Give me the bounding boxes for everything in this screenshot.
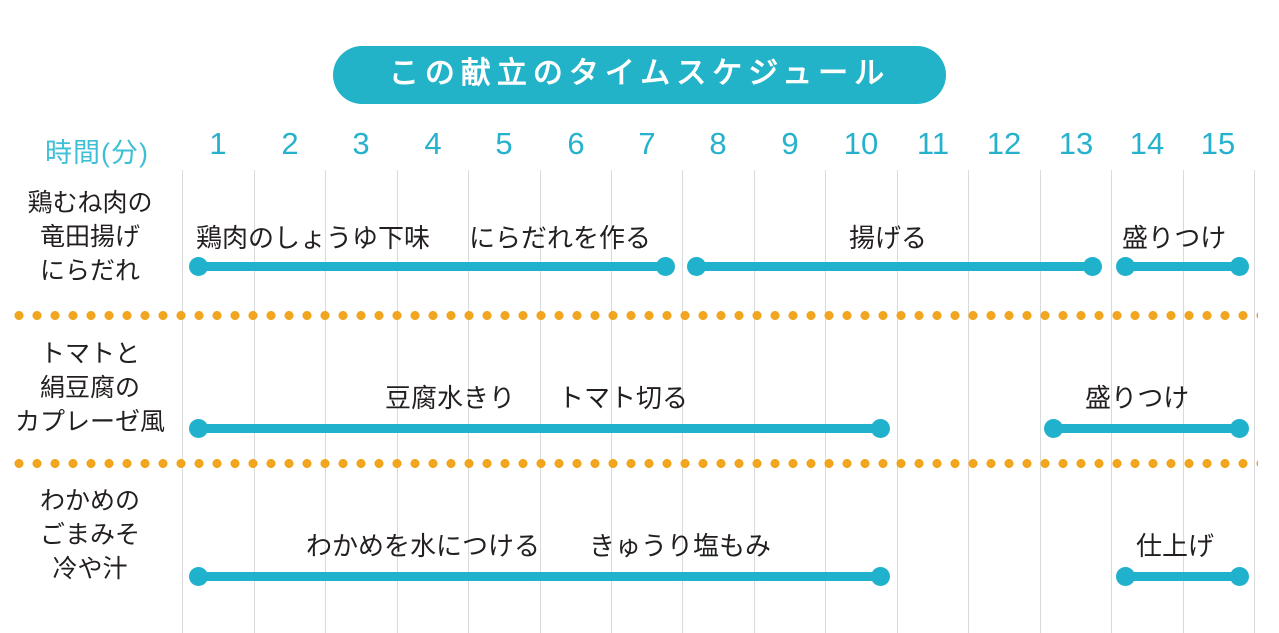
gridline-13 — [1111, 170, 1112, 633]
gridline-8 — [754, 170, 755, 633]
gantt-bar-r0-2 — [1116, 257, 1249, 276]
gridline-3 — [397, 170, 398, 633]
task-label-r1-0: 豆腐水きり — [385, 383, 516, 413]
task-label-r1-1: トマト切る — [558, 383, 689, 413]
row-label-line: わかめの — [39, 487, 140, 515]
tick-label-8: 8 — [709, 126, 727, 161]
gridline-11 — [968, 170, 969, 633]
gantt-bar-r2-0 — [189, 567, 890, 586]
row-label-line: ごまみそ — [39, 521, 140, 549]
task-label-r0-3: 盛りつけ — [1122, 223, 1227, 253]
row-label-line: 絹豆腐の — [39, 374, 140, 402]
tick-label-2: 2 — [281, 126, 299, 161]
tick-label-6: 6 — [567, 126, 585, 161]
gridline-7 — [682, 170, 683, 633]
row-label-line: 竜田揚げ — [39, 223, 140, 251]
gridline-10 — [897, 170, 898, 633]
tick-label-15: 15 — [1200, 126, 1236, 161]
row-label-line: にらだれ — [39, 257, 140, 285]
row-separator-1 — [10, 459, 1258, 468]
gridline-0 — [182, 170, 183, 633]
gridline-9 — [825, 170, 826, 633]
tick-label-9: 9 — [781, 126, 799, 161]
gridline-5 — [540, 170, 541, 633]
title-container: この献立のタイムスケジュール — [0, 46, 1279, 104]
gridline-12 — [1040, 170, 1041, 633]
tick-label-14: 14 — [1129, 126, 1165, 161]
gantt-bar-r0-1 — [687, 257, 1102, 276]
gridline-6 — [611, 170, 612, 633]
task-label-r2-0: わかめを水につける — [306, 531, 541, 561]
gantt-bar-r1-1 — [1044, 419, 1249, 438]
task-label-r0-1: にらだれを作る — [469, 223, 652, 253]
tick-label-1: 1 — [209, 126, 227, 161]
task-label-r2-1: きゅうり塩もみ — [589, 531, 772, 561]
tick-label-11: 11 — [916, 126, 950, 161]
task-label-r0-0: 鶏肉のしょうゆ下味 — [196, 223, 431, 253]
axis-label-time: 時間(分) — [45, 138, 149, 168]
row-label-0: 鶏むね肉の竜田揚げにらだれ — [0, 186, 180, 288]
tick-label-12: 12 — [986, 126, 1022, 161]
gantt-bar-r2-1 — [1116, 567, 1249, 586]
tick-label-10: 10 — [843, 126, 879, 161]
row-label-line: カプレーゼ風 — [14, 408, 165, 436]
gridline-15 — [1254, 170, 1255, 633]
page-title: この献立のタイムスケジュール — [332, 46, 947, 104]
row-label-line: トマトと — [39, 340, 140, 368]
tick-label-3: 3 — [352, 126, 370, 161]
row-label-line: 冷や汁 — [52, 555, 128, 583]
tick-label-5: 5 — [495, 126, 513, 161]
gridline-1 — [254, 170, 255, 633]
task-label-r2-2: 仕上げ — [1136, 531, 1215, 561]
tick-label-4: 4 — [424, 126, 442, 161]
gantt-bar-r0-0 — [189, 257, 675, 276]
tick-label-7: 7 — [638, 126, 656, 161]
gridline-2 — [325, 170, 326, 633]
row-label-1: トマトと絹豆腐のカプレーゼ風 — [0, 337, 180, 439]
gridline-4 — [468, 170, 469, 633]
row-separator-0 — [10, 311, 1258, 320]
task-label-r1-2: 盛りつけ — [1085, 383, 1190, 413]
tick-label-13: 13 — [1058, 126, 1094, 161]
task-label-r0-2: 揚げる — [849, 223, 928, 253]
row-label-2: わかめのごまみそ冷や汁 — [0, 484, 180, 586]
gantt-bar-r1-0 — [189, 419, 890, 438]
gridline-14 — [1183, 170, 1184, 633]
row-label-line: 鶏むね肉の — [27, 189, 153, 217]
